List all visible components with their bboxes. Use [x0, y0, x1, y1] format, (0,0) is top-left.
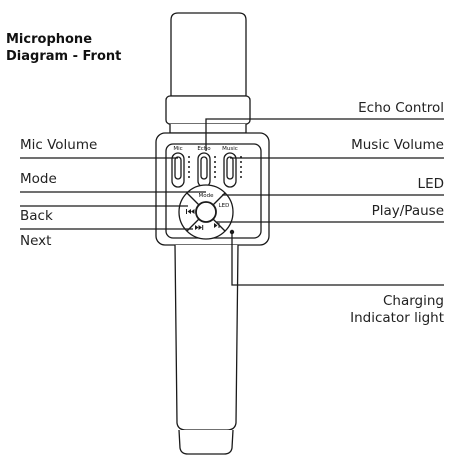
mic-volume-slider-knob — [174, 156, 182, 180]
echo-slider-label: Echo — [197, 146, 211, 152]
mode-button-label: Mode — [199, 193, 215, 199]
slider-level-dots — [188, 156, 242, 178]
mic-handle — [174, 244, 239, 431]
label-music-volume: Music Volume — [351, 137, 444, 153]
echo-control-slider-knob — [200, 156, 208, 180]
diagram-title: Microphone Diagram - Front — [6, 31, 121, 65]
back-icon — [186, 209, 195, 214]
play-pause-center-button — [195, 201, 217, 223]
label-next: Next — [20, 233, 52, 249]
title-line-1: Microphone — [6, 32, 93, 47]
mic-grill-band — [165, 95, 251, 125]
label-back: Back — [20, 208, 53, 224]
mic-neck — [169, 124, 247, 134]
label-charging-line-1: Charging — [382, 293, 444, 309]
label-mode: Mode — [20, 171, 57, 187]
mic-slider-label: Mic — [173, 146, 182, 152]
mic-end-cap — [178, 429, 234, 455]
mic-head — [170, 12, 247, 97]
label-led: LED — [417, 176, 444, 192]
play-pause-icon — [214, 223, 220, 228]
leader-echo-control — [205, 118, 444, 151]
label-echo-control: Echo Control — [358, 100, 444, 116]
charging-indicator-dot — [229, 229, 235, 235]
led-button-label: LED — [219, 203, 230, 209]
mic-volume-slider — [171, 152, 185, 188]
label-charging-indicator: Charging Indicator light — [350, 293, 444, 327]
leader-charging-indicator — [231, 233, 444, 286]
title-line-2: Diagram - Front — [6, 49, 122, 64]
label-mic-volume: Mic Volume — [20, 137, 98, 153]
music-volume-slider-knob — [226, 156, 234, 180]
music-volume-slider — [223, 152, 237, 188]
next-icon — [195, 225, 204, 230]
label-charging-line-2: Indicator light — [350, 310, 444, 326]
label-play-pause: Play/Pause — [371, 203, 444, 219]
music-slider-label: Music — [222, 146, 238, 152]
